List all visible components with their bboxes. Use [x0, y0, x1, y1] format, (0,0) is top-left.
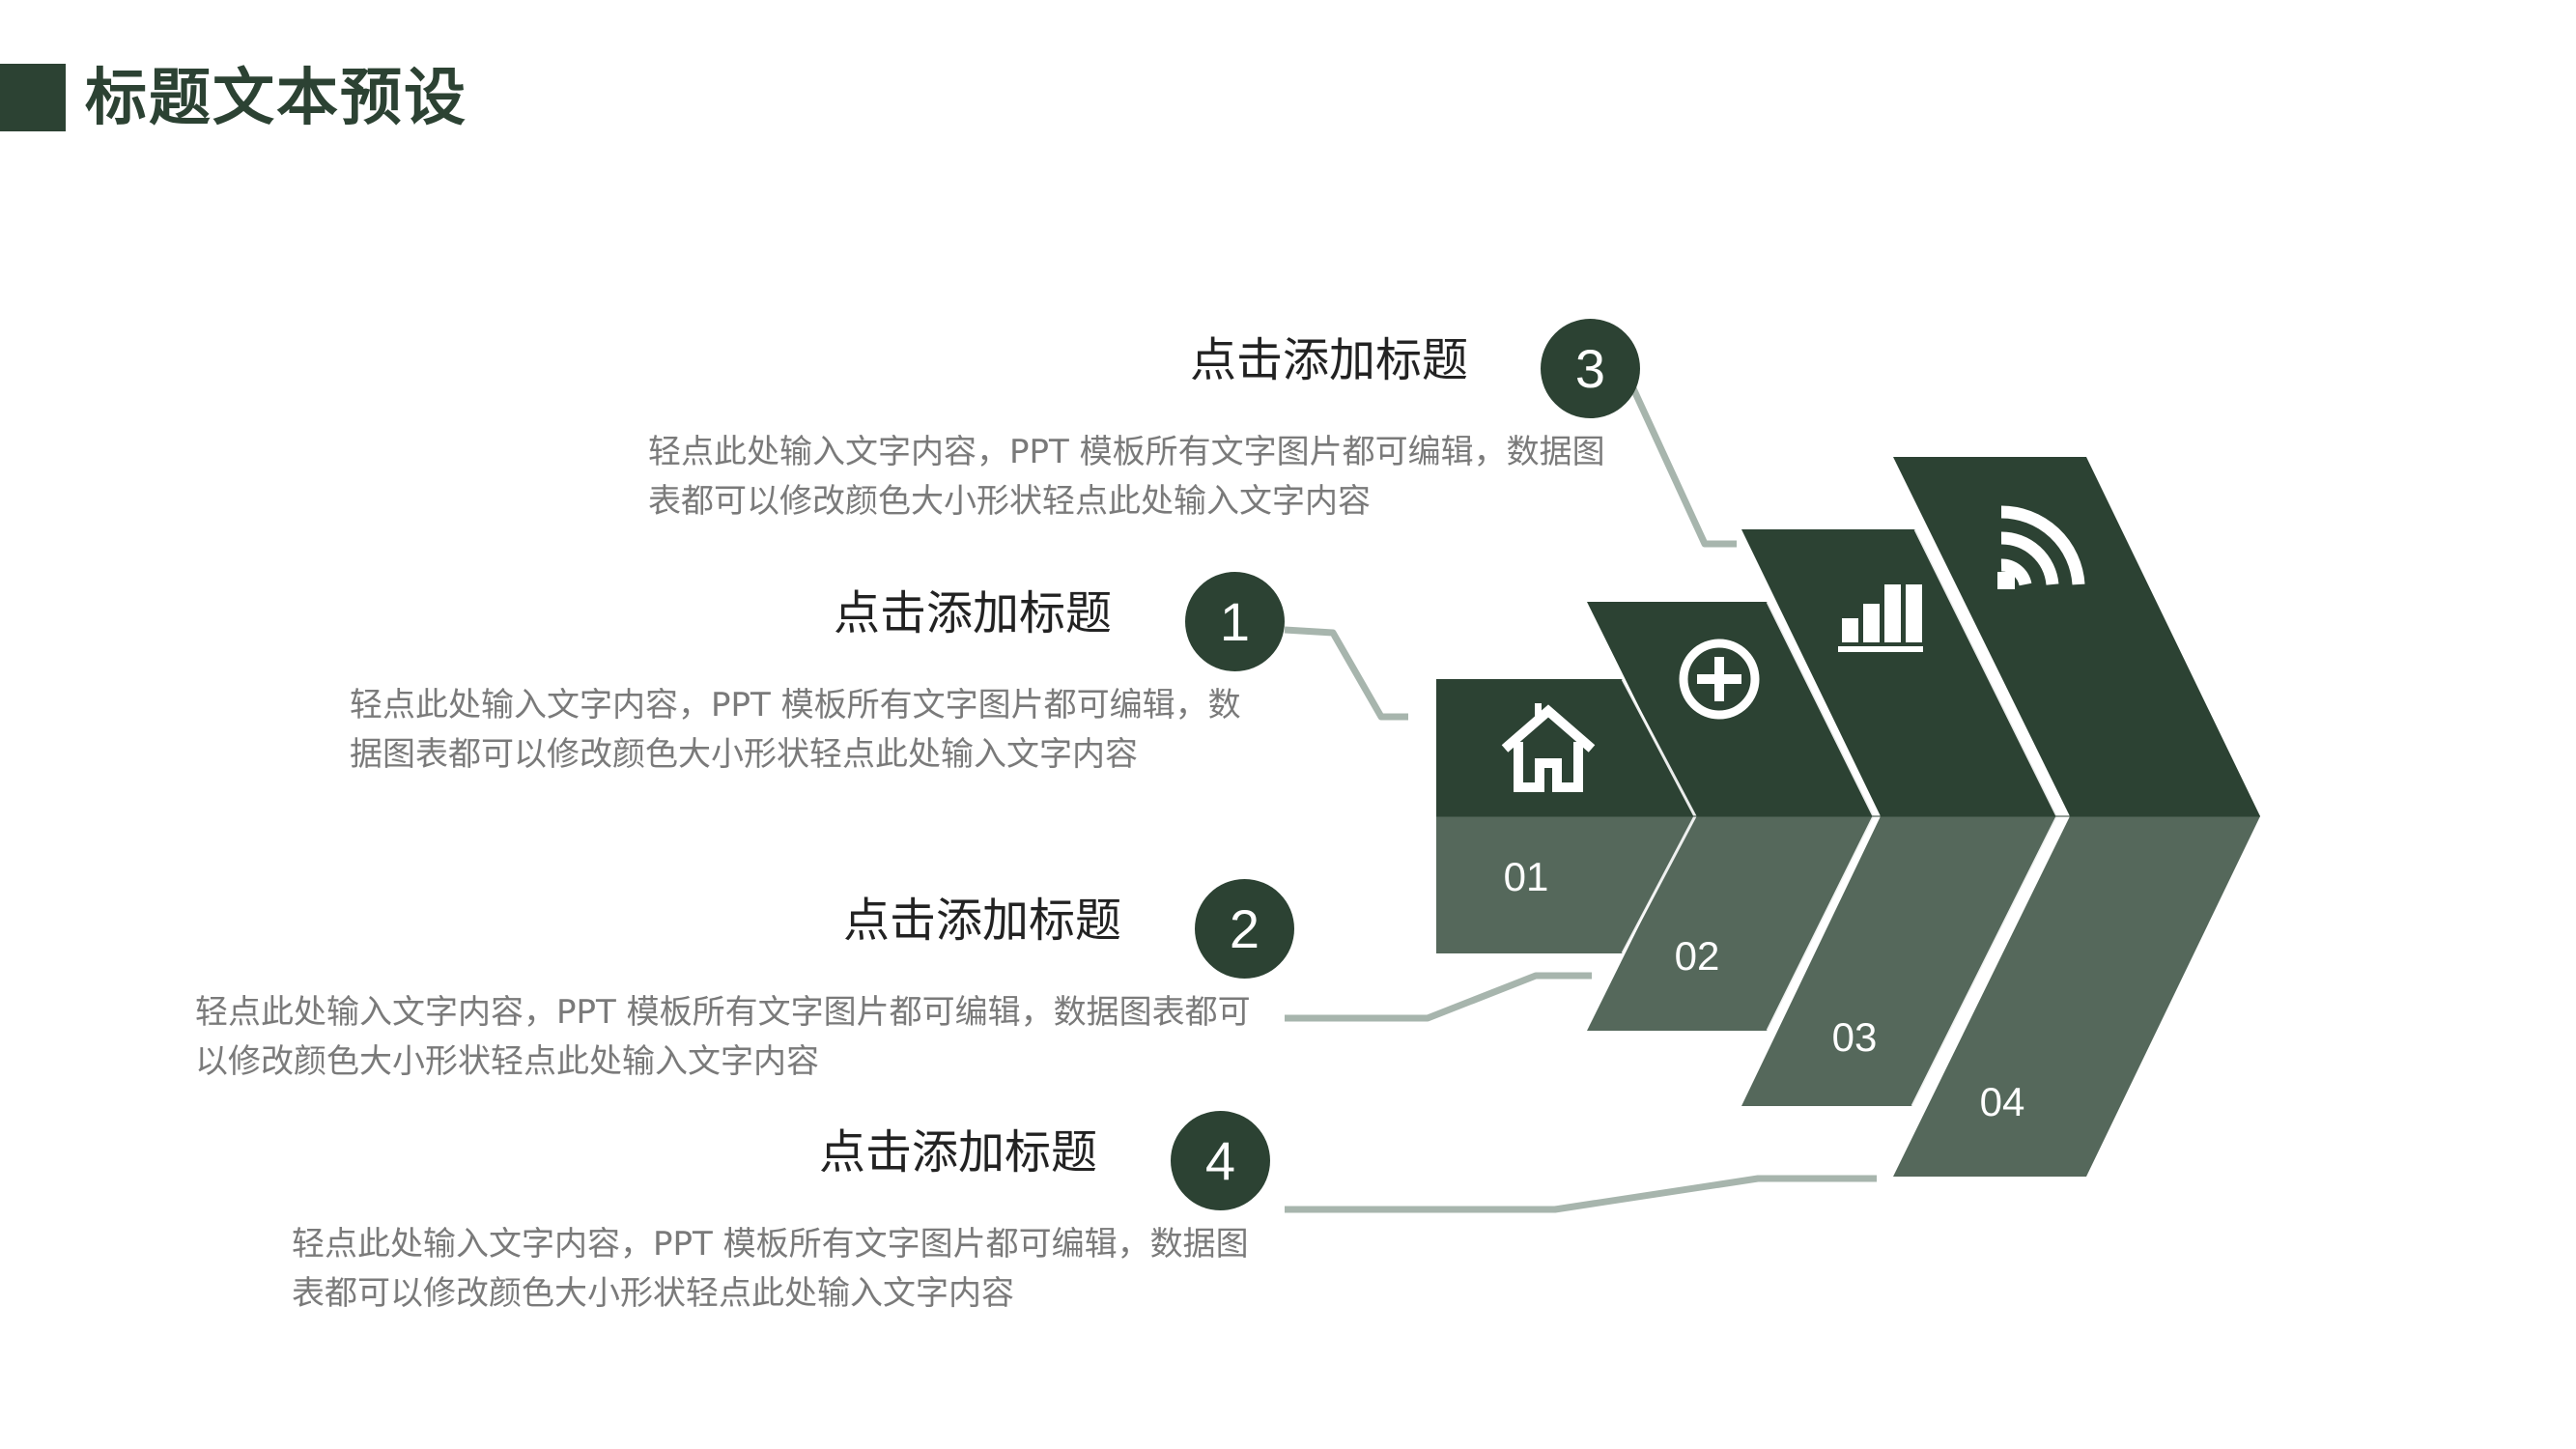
home-icon — [1501, 703, 1596, 792]
item-2-title: 点击添加标题 — [843, 894, 1122, 948]
item-2-text: 轻点此处输入文字内容，PPT 模板所有文字图片都可编辑，数据图表都可以修改颜色大… — [195, 993, 1251, 1081]
step-label-01: 01 — [1504, 854, 1549, 899]
step-03-top — [1741, 529, 2057, 816]
step-label-03: 03 — [1832, 1014, 1878, 1060]
item-4-number-badge: 4 — [1171, 1111, 1270, 1210]
step-01-top — [1436, 679, 1695, 816]
step-04-top — [1893, 457, 2260, 816]
item-4-text: 轻点此处输入文字内容，PPT 模板所有文字图片都可编辑，数据图表都可以修改颜色大… — [292, 1225, 1249, 1313]
step-03-bottom — [1741, 816, 2057, 1106]
item-1-text: 轻点此处输入文字内容，PPT 模板所有文字图片都可编辑，数据图表都可以修改颜色大… — [350, 686, 1241, 774]
step-label-02: 02 — [1675, 933, 1720, 979]
connector-line-1 — [1284, 626, 1408, 721]
connector-line-4 — [1285, 1175, 1877, 1213]
item-4-title: 点击添加标题 — [819, 1125, 1098, 1179]
step-04-block: 04 — [1893, 457, 2260, 1177]
bar-chart-icon — [1838, 584, 1923, 652]
item-2-number-badge: 2 — [1195, 879, 1294, 979]
step-03-block: 03 — [1741, 529, 2057, 1106]
page-title: 标题文本预设 — [85, 63, 467, 134]
item-3-text: 轻点此处输入文字内容，PPT 模板所有文字图片都可编辑，数据图表都可以修改颜色大… — [648, 433, 1605, 521]
item-1-title: 点击添加标题 — [834, 586, 1113, 640]
step-01-bottom — [1436, 816, 1695, 953]
item-1-number-badge: 1 — [1185, 572, 1285, 671]
item-3-number-badge: 3 — [1541, 319, 1640, 418]
signal-icon — [2000, 505, 2085, 586]
connector-line-3 — [1628, 384, 1737, 548]
item-3-title: 点击添加标题 — [1190, 333, 1469, 387]
title-accent-bar — [0, 64, 66, 131]
step-02-bottom — [1587, 816, 1874, 1031]
step-01-block: 01 — [1436, 679, 1695, 953]
plus-circle-icon — [1679, 639, 1760, 720]
step-04-bottom — [1893, 816, 2260, 1177]
step-label-04: 04 — [1980, 1079, 2025, 1124]
signal-icon-dot — [1997, 572, 2015, 589]
connector-line-2 — [1285, 972, 1592, 1022]
